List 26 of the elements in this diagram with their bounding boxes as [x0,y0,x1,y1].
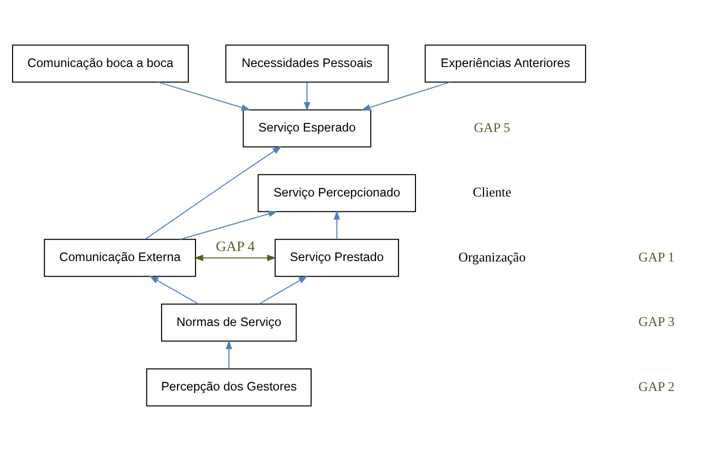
label: GAP 5 [474,119,510,134]
node-box: Percepção dos Gestores [146,368,312,406]
node-box: Serviço Percepcionado [258,174,416,212]
node-box: Comunicação boca a boca [12,44,189,82]
node-box: Serviço Prestado [274,238,400,276]
label: GAP 3 [638,314,675,329]
node-box: Comunicação Externa [44,238,196,276]
arrow [258,275,308,304]
arrow [304,82,310,111]
arrow [149,275,199,304]
arrow [361,81,450,110]
arrow [194,254,276,261]
node-box: Normas de Serviço [161,303,297,342]
node-box: Experiências Anteriores [424,44,586,82]
node-box: Necessidades Pessoais [225,44,389,82]
edge-label: GAP 4 [216,238,255,254]
label: GAP 1 [638,248,675,264]
arrow [226,339,232,368]
arrow [158,81,251,110]
label: Organização [458,248,526,264]
label: GAP 2 [638,378,675,394]
arrow [145,146,282,240]
arrow [334,210,340,239]
node-box: Serviço Esperado [242,108,372,147]
label: Cliente [472,184,512,200]
arrow [180,210,278,240]
